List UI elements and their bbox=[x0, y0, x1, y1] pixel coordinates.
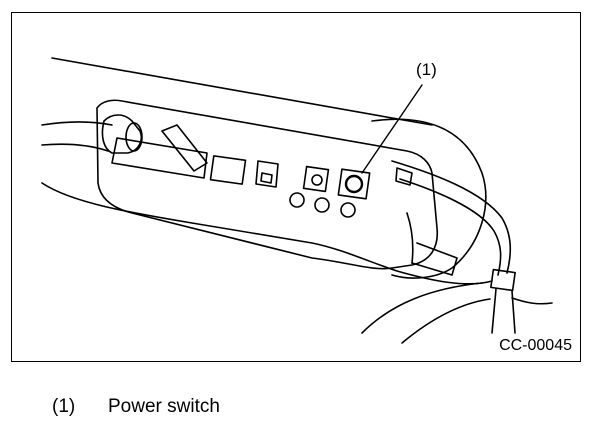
callout-leader bbox=[361, 84, 423, 174]
legend: (1) Power switch bbox=[52, 396, 220, 418]
round-jack-1 bbox=[289, 192, 305, 208]
cushion-curve-1 bbox=[361, 282, 483, 334]
side-tab bbox=[395, 167, 413, 186]
legend-item-number: (1) bbox=[52, 396, 76, 417]
lower-shelf bbox=[41, 182, 493, 285]
harness-lower-1 bbox=[491, 288, 497, 334]
plug-body bbox=[101, 114, 143, 154]
cushion-curve-2 bbox=[401, 298, 491, 344]
callout-label-1: (1) bbox=[416, 60, 437, 79]
round-jack-2 bbox=[314, 197, 330, 213]
housing-bracket bbox=[411, 242, 458, 276]
harness-bottom bbox=[399, 178, 502, 276]
plug-face bbox=[125, 122, 143, 152]
housing-right-inner bbox=[406, 212, 414, 264]
harness-lower-2 bbox=[511, 290, 516, 334]
modular-port bbox=[255, 160, 279, 188]
power-switch-button bbox=[344, 174, 364, 194]
modular-port-inner bbox=[260, 172, 273, 184]
device-illustration bbox=[41, 57, 553, 344]
round-jack-3 bbox=[340, 202, 356, 218]
dsub-port bbox=[111, 137, 208, 179]
harness-branch bbox=[511, 297, 553, 305]
harness-clip bbox=[490, 268, 516, 292]
dc-jack bbox=[302, 165, 330, 193]
cable-left-top bbox=[41, 121, 113, 126]
device-body bbox=[96, 99, 439, 270]
cable-left-bottom bbox=[41, 143, 109, 152]
rect-port bbox=[209, 155, 247, 185]
dsub-latch bbox=[161, 124, 208, 172]
housing-right bbox=[371, 118, 487, 279]
dc-jack-inner bbox=[311, 174, 323, 186]
harness-top bbox=[391, 160, 512, 274]
figure-code: CC-00045 bbox=[499, 337, 572, 354]
panel-top-edge bbox=[51, 57, 433, 126]
legend-item-label: Power switch bbox=[108, 396, 220, 417]
figure-frame: (1) CC-00045 bbox=[11, 12, 581, 362]
power-switch-housing bbox=[337, 168, 371, 200]
